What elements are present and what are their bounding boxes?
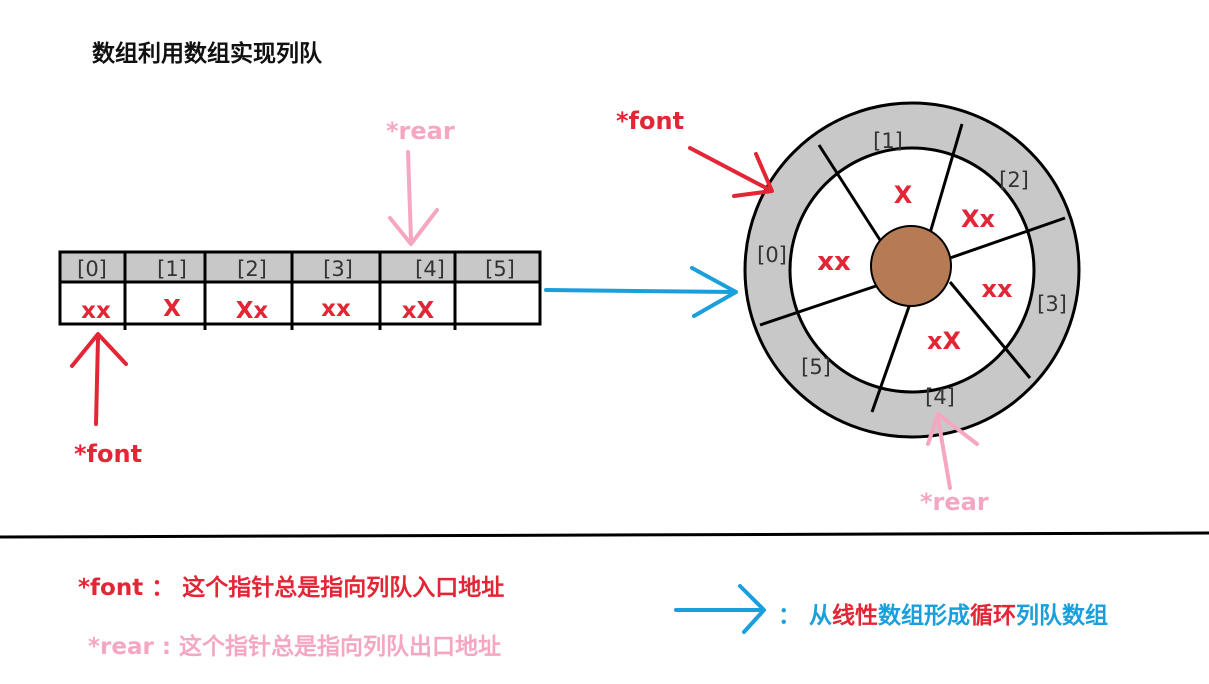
legend-right-arrow-icon bbox=[674, 584, 766, 634]
ring-index-label: [1] bbox=[873, 129, 903, 153]
down-right-arrow-icon bbox=[688, 146, 774, 198]
linear-front-label: *font bbox=[74, 440, 142, 468]
linear-cell-value: X bbox=[163, 296, 181, 322]
linear-cell-value: xx bbox=[81, 298, 111, 324]
legend-circular: ： 从线性数组形成循环列队数组 bbox=[778, 596, 1108, 630]
down-arrow-icon bbox=[388, 150, 439, 246]
hub bbox=[870, 225, 952, 307]
linear-cell-value: xX bbox=[402, 298, 435, 324]
ring-index-label: [0] bbox=[757, 243, 787, 267]
ring-index-label: [2] bbox=[999, 168, 1029, 192]
ring-index-label: [4] bbox=[925, 385, 955, 409]
circular-array: [0] [1] [2] [3] [4] [5] xx X Xx xx xX bbox=[743, 101, 1081, 439]
legend-rear: *rear : 这个指针总是指向列队出口地址 bbox=[88, 634, 502, 660]
circular-front-label: *font bbox=[616, 107, 684, 135]
linear-index-label: [2] bbox=[237, 257, 267, 281]
circular-rear-label: *rear bbox=[920, 488, 989, 516]
ring-cell-value: xX bbox=[927, 327, 961, 355]
up-arrow-icon bbox=[70, 332, 128, 426]
legend-colon: ： bbox=[778, 603, 801, 629]
ring-index-label: [5] bbox=[801, 355, 831, 379]
ring-divider bbox=[949, 216, 1066, 260]
legend-seg: 数组形成 bbox=[878, 603, 971, 629]
linear-array: [0] [1] [2] [3] [4] [5] xx X Xx xx xX bbox=[58, 250, 542, 330]
linear-header-band bbox=[58, 250, 542, 284]
page-title: 数组利用数组实现列队 bbox=[92, 41, 322, 67]
ring-divider bbox=[817, 144, 882, 241]
ring-divider bbox=[759, 284, 877, 327]
linear-value-band bbox=[58, 280, 542, 326]
ring-cell-value: Xx bbox=[961, 205, 996, 233]
linear-index-label: [3] bbox=[323, 257, 353, 281]
legend-seg: 线性 bbox=[832, 603, 879, 629]
linear-front-pointer: *font bbox=[70, 332, 142, 468]
linear-index-label: [4] bbox=[415, 257, 445, 281]
legend-seg: 从 bbox=[809, 603, 833, 629]
ring-divider bbox=[926, 123, 964, 241]
up-arrow-icon bbox=[926, 412, 979, 490]
legend-front: *font ： 这个指针总是指向列队入口地址 bbox=[78, 575, 505, 601]
ring-divider bbox=[948, 281, 1032, 379]
circular-rear-pointer: *rear bbox=[920, 412, 989, 516]
ring-cell-value: xx bbox=[982, 275, 1013, 303]
section-divider bbox=[0, 531, 1209, 539]
ring-cell-value: X bbox=[894, 181, 913, 209]
ring-cell-value: xx bbox=[817, 247, 851, 277]
ring-index-label: [3] bbox=[1037, 292, 1067, 316]
linear-index-label: [1] bbox=[157, 257, 187, 281]
legend-seg: 列队数组 bbox=[1016, 603, 1109, 629]
linear-cell-value: Xx bbox=[236, 298, 269, 324]
linear-index-label: [0] bbox=[77, 257, 107, 281]
linear-cell-value: xx bbox=[321, 296, 351, 322]
legend-seg: 循环 bbox=[970, 603, 1017, 629]
circular-front-pointer: *font bbox=[616, 107, 774, 198]
linear-rear-pointer: *rear bbox=[386, 117, 455, 246]
right-arrow-icon bbox=[544, 266, 738, 318]
linear-index-label: [5] bbox=[485, 257, 515, 281]
linear-rear-label: *rear bbox=[386, 117, 455, 145]
ring-divider bbox=[870, 297, 914, 413]
